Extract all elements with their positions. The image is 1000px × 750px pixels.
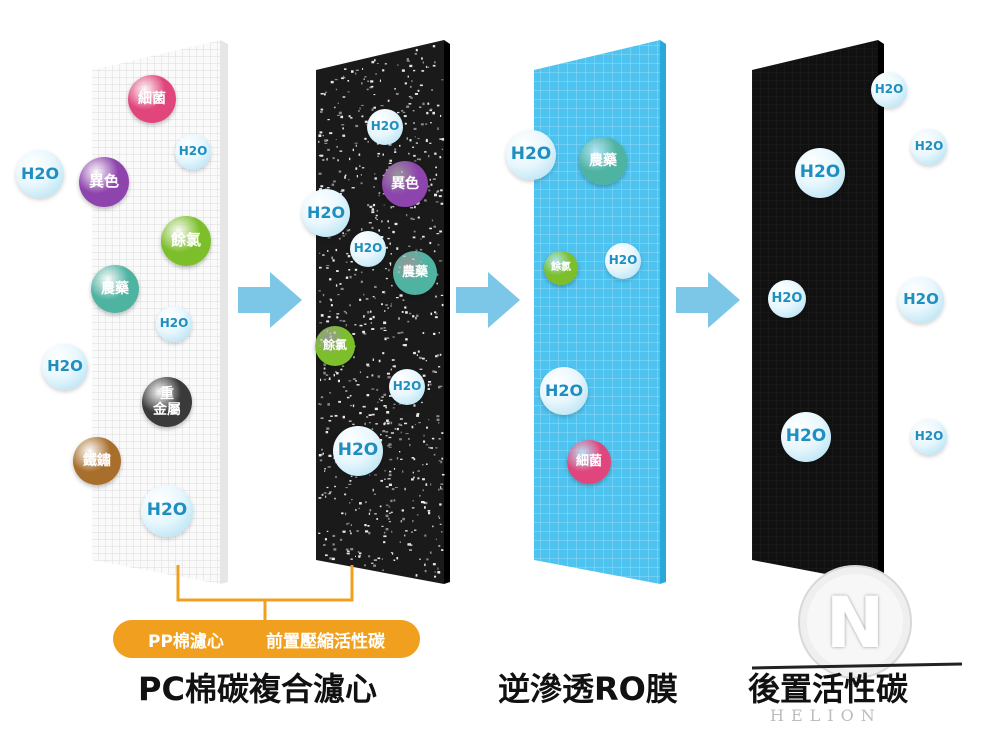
chlorine-contaminant-bubble: 餘氯 [315,326,355,366]
precompressed-carbon-label: 前置壓縮活性碳 [266,627,385,652]
chlorine-contaminant-bubble: 餘氯 [161,216,211,266]
rust-contaminant-bubble: 鐵鏽 [73,437,121,485]
chlorine-contaminant-bubble: 餘氯 [544,251,578,285]
water-molecule-bubble: H2O [768,280,806,318]
water-molecule-bubble: H2O [141,485,193,537]
water-molecule-bubble: H2O [16,150,64,198]
water-molecule-bubble: H2O [506,130,556,180]
water-molecule-bubble: H2O [350,231,386,267]
flow-arrow-3 [676,272,740,328]
water-molecule-bubble: H2O [389,369,425,405]
water-molecule-bubble: H2O [795,148,845,198]
color-contaminant-bubble: 異色 [79,157,129,207]
post-carbon-panel [752,40,884,584]
water-molecule-bubble: H2O [333,426,383,476]
stage-3-caption: 後置活性碳 [748,664,908,710]
heavy-metal-contaminant-bubble: 重金屬 [142,377,192,427]
water-molecule-bubble: H2O [302,189,350,237]
water-molecule-bubble: H2O [156,306,192,342]
water-molecule-bubble: H2O [911,129,947,165]
logo-letter: N [824,582,886,662]
water-molecule-bubble: H2O [898,277,944,323]
stage-1-caption: PC棉碳複合濾心 [138,664,377,710]
water-molecule-bubble: H2O [367,109,403,145]
water-molecule-bubble: H2O [175,134,211,170]
pesticide-contaminant-bubble: 農藥 [91,265,139,313]
water-molecule-bubble: H2O [605,243,641,279]
composite-sublabels: PP棉濾心 前置壓縮活性碳 [113,620,420,658]
flow-arrow-1 [238,272,302,328]
water-molecule-bubble: H2O [911,419,947,455]
ro-membrane-panel [534,40,666,584]
bacteria-contaminant-bubble: 細菌 [567,440,611,484]
pesticide-contaminant-bubble: 農藥 [393,251,437,295]
pp-cotton-label: PP棉濾心 [148,627,224,652]
water-molecule-bubble: H2O [540,367,588,415]
water-molecule-bubble: H2O [781,412,831,462]
water-molecule-bubble: H2O [871,72,907,108]
flow-arrow-2 [456,272,520,328]
bacteria-contaminant-bubble: 細菌 [128,75,176,123]
stage-2-caption: 逆滲透RO膜 [498,664,678,710]
pesticide-contaminant-bubble: 農藥 [579,137,627,185]
color-contaminant-bubble: 異色 [382,161,428,207]
water-molecule-bubble: H2O [42,344,88,390]
